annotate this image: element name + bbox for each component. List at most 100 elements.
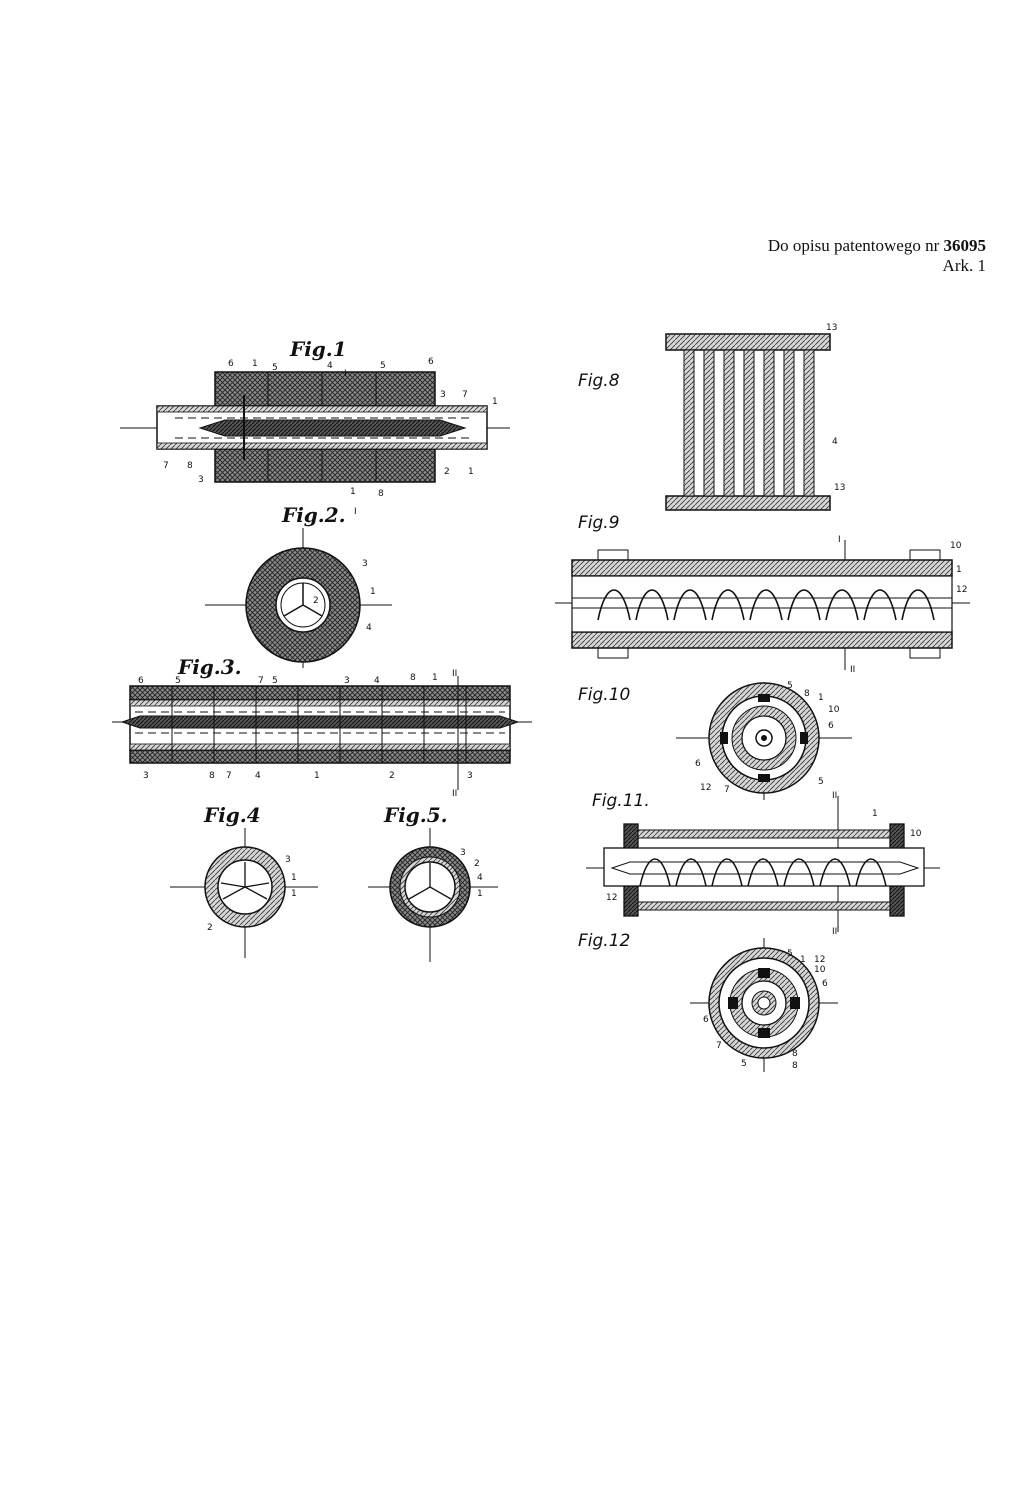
- svg-text:2: 2: [207, 923, 213, 933]
- fig3-section-mark-bottom: II: [452, 789, 457, 799]
- svg-text:5: 5: [272, 676, 278, 686]
- svg-text:2: 2: [313, 596, 319, 606]
- svg-text:1: 1: [818, 693, 824, 703]
- fig2-caption: Fig.2.: [281, 503, 346, 527]
- svg-text:6: 6: [228, 359, 234, 369]
- svg-text:3: 3: [285, 855, 291, 865]
- svg-text:7: 7: [163, 461, 169, 471]
- svg-text:1: 1: [350, 487, 356, 497]
- svg-text:10: 10: [828, 705, 840, 715]
- sheet-number: Ark. 1: [942, 256, 986, 275]
- fig3-section-mark-top: II: [452, 669, 457, 679]
- svg-text:4: 4: [477, 873, 483, 883]
- svg-text:8: 8: [209, 771, 215, 781]
- svg-text:2: 2: [389, 771, 395, 781]
- svg-text:1: 1: [314, 771, 320, 781]
- svg-text:6: 6: [828, 721, 834, 731]
- fig1-caption: Fig.1: [289, 337, 347, 361]
- svg-text:1: 1: [291, 873, 297, 883]
- figure-4: Fig.4 311 2: [170, 803, 318, 958]
- fig11-section-mark-bottom: II: [832, 927, 837, 937]
- svg-text:5: 5: [175, 676, 181, 686]
- svg-text:10: 10: [950, 541, 962, 551]
- svg-text:1: 1: [477, 889, 483, 899]
- svg-text:8: 8: [410, 673, 416, 683]
- svg-text:4: 4: [255, 771, 261, 781]
- svg-text:7: 7: [462, 390, 468, 400]
- fig11-caption: Fig.11.: [592, 791, 650, 811]
- fig1-section-mark: I: [344, 369, 347, 379]
- svg-text:7: 7: [716, 1041, 722, 1051]
- svg-text:4: 4: [366, 623, 372, 633]
- svg-text:3: 3: [344, 676, 350, 686]
- svg-text:10: 10: [910, 829, 922, 839]
- fig12-caption: Fig.12: [578, 931, 630, 951]
- svg-text:6: 6: [138, 676, 144, 686]
- figure-11: Fig.11. II 1 10 12 II: [586, 791, 940, 937]
- svg-text:8: 8: [378, 489, 384, 499]
- svg-text:13: 13: [834, 483, 845, 493]
- figure-8: Fig.8 13 4 13: [578, 323, 845, 511]
- svg-text:10: 10: [814, 965, 826, 975]
- svg-text:6: 6: [703, 1015, 709, 1025]
- figure-2: Fig.2. I 3 1 2 4: [205, 503, 392, 668]
- svg-text:4: 4: [327, 361, 333, 371]
- svg-text:8: 8: [187, 461, 193, 471]
- fig2-section-mark: I: [354, 507, 357, 517]
- patent-number: 36095: [943, 236, 987, 255]
- svg-text:12: 12: [606, 893, 617, 903]
- svg-text:13: 13: [826, 323, 837, 333]
- fig11-section-mark-top: II: [832, 791, 837, 801]
- svg-text:6: 6: [822, 979, 828, 989]
- svg-text:3: 3: [440, 390, 446, 400]
- svg-text:6: 6: [695, 759, 701, 769]
- svg-text:1: 1: [291, 889, 297, 899]
- svg-text:4: 4: [374, 676, 380, 686]
- svg-text:7: 7: [724, 785, 730, 795]
- figure-5: Fig.5. 32 4 1: [368, 803, 498, 962]
- svg-text:1: 1: [252, 359, 258, 369]
- svg-text:7: 7: [258, 676, 264, 686]
- svg-text:5: 5: [380, 361, 386, 371]
- svg-text:3: 3: [467, 771, 473, 781]
- svg-text:1: 1: [956, 565, 962, 575]
- svg-text:7: 7: [226, 771, 232, 781]
- svg-text:12: 12: [814, 955, 825, 965]
- svg-text:3: 3: [143, 771, 149, 781]
- svg-text:5: 5: [787, 949, 793, 959]
- fig9-section-mark-bottom: II: [850, 665, 855, 675]
- fig3-caption: Fig.3.: [177, 655, 242, 679]
- header-line1: Do opisu patentowego nr: [767, 236, 940, 255]
- svg-text:1: 1: [872, 809, 878, 819]
- svg-text:1: 1: [492, 397, 498, 407]
- fig4-caption: Fig.4: [203, 803, 261, 827]
- svg-text:3: 3: [460, 848, 466, 858]
- svg-text:3: 3: [362, 559, 368, 569]
- fig8-caption: Fig.8: [578, 371, 620, 391]
- svg-text:3: 3: [198, 475, 204, 485]
- svg-text:5: 5: [787, 681, 793, 691]
- svg-text:5: 5: [741, 1059, 747, 1069]
- svg-text:2: 2: [474, 859, 480, 869]
- svg-text:4: 4: [832, 437, 838, 447]
- fig5-caption: Fig.5.: [383, 803, 448, 827]
- sheet-header: Do opisu patentowego nr 36095 Ark. 1: [768, 236, 986, 276]
- svg-text:8: 8: [792, 1049, 798, 1059]
- fig9-section-mark-top: I: [838, 535, 841, 545]
- svg-text:1: 1: [370, 587, 376, 597]
- fig9-caption: Fig.9: [578, 513, 620, 533]
- svg-text:8: 8: [792, 1061, 798, 1071]
- fig10-caption: Fig.10: [578, 685, 630, 705]
- svg-text:8: 8: [804, 689, 810, 699]
- svg-text:6: 6: [428, 357, 434, 367]
- svg-text:5: 5: [272, 363, 278, 373]
- svg-text:2: 2: [444, 467, 450, 477]
- svg-text:5: 5: [818, 777, 824, 787]
- svg-text:1: 1: [800, 955, 806, 965]
